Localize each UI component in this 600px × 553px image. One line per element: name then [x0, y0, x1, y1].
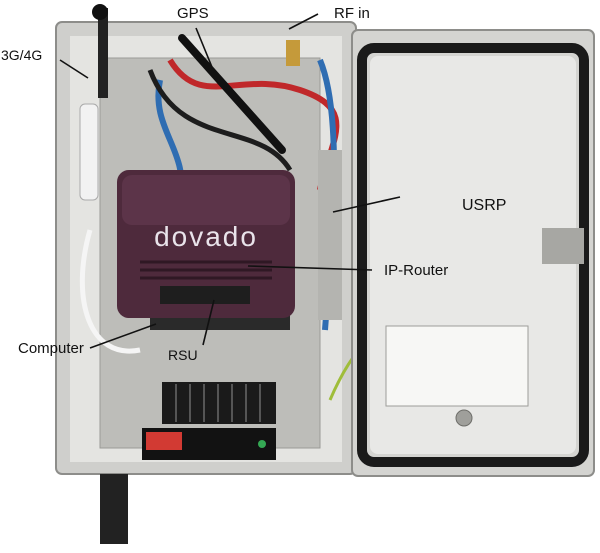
label-gps: GPS [177, 5, 209, 22]
label-usrp: USRP [462, 197, 507, 214]
label-rsu: RSU [168, 347, 198, 363]
power-led [258, 440, 266, 448]
ground-screw [455, 409, 473, 427]
heatsink-fins [175, 384, 261, 422]
annotation-arrows [59, 13, 401, 349]
arrow-rf-in [288, 13, 319, 30]
door-hinge [542, 228, 584, 264]
arrow-ip-router [247, 265, 373, 271]
router-brand: dovado [154, 221, 258, 252]
antenna-cap [92, 4, 108, 20]
arrow-gps [195, 27, 215, 73]
label-3g-4g: 3G/4G [1, 47, 43, 63]
router-vents [140, 260, 272, 280]
cable-gland [100, 474, 128, 544]
label-ip-router: IP-Router [384, 262, 449, 279]
cable-white [79, 229, 141, 354]
label-rf-in: RF in [334, 5, 370, 22]
router-top-face [122, 175, 290, 225]
arrow-cellular [59, 59, 89, 79]
usb-dongle [79, 103, 99, 201]
cable-black [147, 69, 293, 172]
arrow-rsu [202, 299, 215, 346]
cellular-antenna [98, 8, 108, 98]
usrp-device [318, 150, 342, 320]
arrow-usrp [332, 196, 401, 213]
rf-connector [286, 40, 300, 66]
gps-antenna [178, 34, 286, 154]
label-computer: Computer [18, 340, 84, 357]
arrow-computer [89, 323, 157, 349]
router-switch-strip [160, 286, 250, 304]
door-rating-label [385, 325, 529, 407]
power-supply-label [146, 432, 182, 450]
